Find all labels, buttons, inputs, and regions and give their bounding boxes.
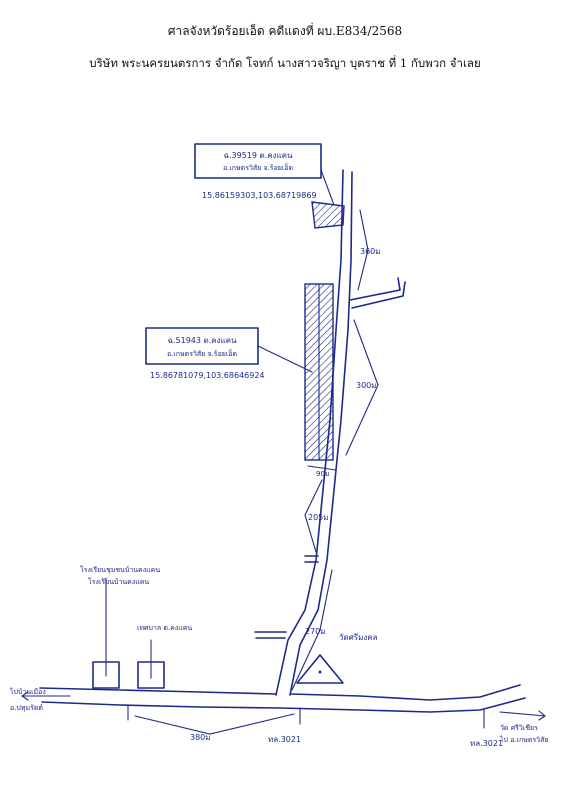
main-road-west-edge [275, 169, 344, 696]
distance-arrow-4 [304, 479, 323, 553]
plot-south-coordinates: 15.86781079,103.68646924 [150, 371, 265, 380]
plot-south-leader [257, 345, 313, 373]
plot-south-label-box [145, 327, 259, 365]
plot-north-deed: ฉ.39519 ต.คงแคน [224, 151, 293, 160]
distance-label-1: 360ม [360, 247, 381, 256]
road-label-b: ทล.3021 [470, 739, 503, 748]
school-label: โรงเรียนบ้านคงแคน [88, 577, 149, 586]
east-arrow [499, 710, 546, 721]
plot-north-address: อ.เกษตรวิสัย จ.ร้อยเอ็ด [223, 163, 293, 172]
plot-south-deed: ฉ.51943 ต.คงแคน [168, 336, 237, 345]
distance-arrow-6 [134, 713, 295, 735]
cross-road-lower [254, 631, 287, 639]
temple-right-label: วัด ศรีวิเชียร [500, 724, 538, 732]
plot-north-shape [311, 201, 345, 229]
distance-label-6: 380ม [190, 733, 211, 742]
plot-south-address: อ.เกษตรวิสัย จ.ร้อยเอ็ด [167, 349, 237, 358]
temple-triangle-icon [296, 654, 344, 684]
distance-label-5: 270ม [305, 627, 326, 636]
tessaban-label: เทศบาล ต.คงแคน [137, 624, 192, 632]
branch-road-north [349, 277, 406, 309]
distance-arrow-2 [345, 319, 379, 456]
distance-arrow-1 [357, 209, 369, 291]
distance-arrow-5 [291, 569, 333, 691]
main-road-east-edge [289, 171, 353, 696]
temple-label: วัดศรีมงคล [339, 633, 378, 642]
parties-line: บริษัท พระนครยนตรการ จำกัด โจทก์ นางสาวจ… [89, 56, 481, 70]
distance-arrow-3 [307, 465, 337, 471]
school-top-label: โรงเรียนชุมชนบ้านคงแคน [80, 565, 160, 574]
road-left-label-2: อ.ปทุมรัตต์ [10, 704, 43, 712]
road-left-label-1: ไปบ้านเมือง [9, 687, 46, 696]
court-case-title: ศาลจังหวัดร้อยเอ็ด คดีแดงที่ ผบ.E834/256… [167, 24, 403, 38]
distance-label-4: 205ม [308, 513, 329, 522]
highway-north-edge [39, 684, 521, 701]
highway-south-edge [41, 697, 526, 713]
west-arrow [21, 691, 71, 701]
plot-north-coordinates: 15.86159303,103.68719869 [202, 191, 317, 200]
road-right-label: ไป อ.เกษตรวิสัย [499, 735, 548, 744]
road-label-a: ทล.3021 [268, 735, 301, 744]
distance-label-2: 300ม [356, 381, 377, 390]
distance-label-3: 90ม [316, 470, 330, 478]
plot-north-label-box [194, 143, 322, 179]
plot-north-leader [320, 169, 335, 206]
cross-road-mid [304, 555, 319, 563]
temple-dot [318, 670, 322, 674]
